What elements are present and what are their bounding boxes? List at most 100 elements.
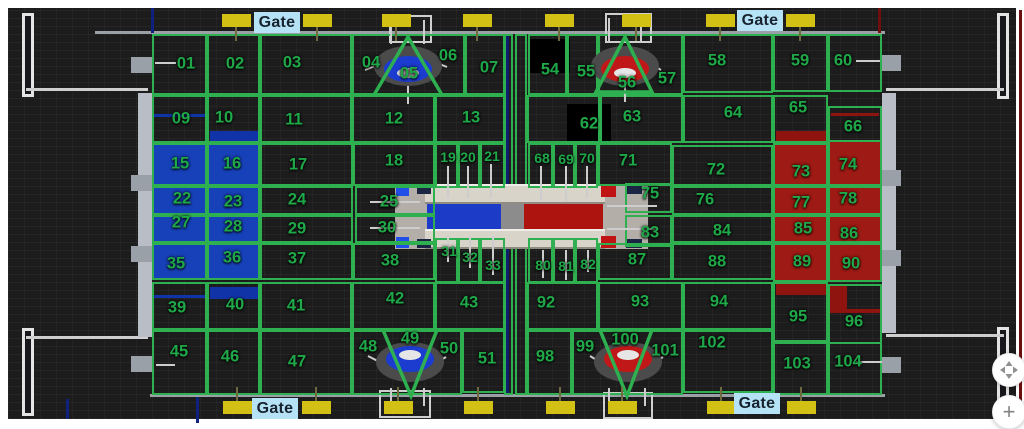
zone-label-66: 66: [843, 117, 863, 136]
zone-label-82: 82: [580, 256, 596, 272]
zone-15[interactable]: [152, 143, 207, 186]
zone-88[interactable]: [672, 243, 773, 280]
zone-09[interactable]: [152, 95, 207, 143]
zone-64[interactable]: [683, 95, 773, 143]
zone-11[interactable]: [260, 95, 352, 143]
zone-63[interactable]: [600, 95, 683, 143]
zone-label-98: 98: [535, 347, 555, 366]
pan-button[interactable]: [992, 353, 1024, 387]
zone-03[interactable]: [260, 34, 352, 95]
zone-74[interactable]: [828, 140, 882, 186]
zone-label-45: 45: [169, 342, 189, 361]
zone-35[interactable]: [152, 243, 207, 280]
blue-boundary-bottom-left: [66, 399, 69, 419]
platform-red-band: [524, 204, 603, 229]
zone-77[interactable]: [773, 186, 828, 215]
zone-75[interactable]: [625, 183, 672, 213]
zone-22[interactable]: [152, 186, 207, 215]
wall-tab-right-1: [880, 55, 901, 71]
zone-71[interactable]: [598, 143, 672, 186]
zone-104[interactable]: [828, 342, 882, 395]
zone-73[interactable]: [773, 143, 828, 186]
zone-label-24: 24: [287, 190, 307, 209]
zone-18[interactable]: [353, 143, 435, 186]
zone-23[interactable]: [207, 186, 260, 215]
gate-label-top-right: Gate: [737, 10, 783, 31]
zone-label-06: 06: [438, 46, 458, 65]
zone-27[interactable]: [152, 215, 207, 243]
zone-label-10: 10: [214, 108, 234, 127]
yellow-marker-top-1: [222, 14, 251, 41]
zone-39[interactable]: [152, 282, 207, 330]
zone-17[interactable]: [260, 143, 353, 186]
yellow-marker-top-2: [303, 14, 332, 41]
zone-16[interactable]: [207, 143, 260, 186]
zone-45[interactable]: [152, 330, 207, 395]
zone-10[interactable]: [207, 95, 260, 143]
zone-58[interactable]: [683, 34, 773, 93]
zone-label-76: 76: [695, 190, 715, 209]
platform-center-band: [501, 204, 524, 229]
yellow-marker-bottom-3: [384, 387, 413, 414]
zone-label-68: 68: [534, 150, 550, 166]
dark-tile-54: [530, 39, 570, 73]
zone-84[interactable]: [672, 215, 773, 243]
zoom-in-button[interactable]: +: [992, 395, 1024, 429]
platform-blue-accent-1: [396, 185, 409, 196]
zone-78[interactable]: [828, 186, 882, 215]
zone-46[interactable]: [207, 330, 260, 395]
zone-62[interactable]: [527, 95, 600, 143]
zone-13[interactable]: [435, 95, 505, 143]
zone-69[interactable]: [553, 143, 575, 188]
zone-89[interactable]: [773, 243, 828, 282]
zone-43[interactable]: [435, 282, 505, 330]
zone-label-47: 47: [287, 352, 307, 371]
zone-90[interactable]: [828, 243, 882, 282]
blue-structure-top-16: [210, 131, 258, 143]
zone-36[interactable]: [207, 243, 260, 280]
zone-65[interactable]: [773, 95, 828, 143]
zone-38[interactable]: [353, 243, 435, 280]
zone-85[interactable]: [773, 215, 828, 243]
zone-98[interactable]: [527, 330, 572, 395]
zone-41[interactable]: [260, 282, 352, 330]
zone-label-27: 27: [171, 213, 191, 232]
zone-label-42: 42: [385, 289, 405, 308]
zone-72[interactable]: [672, 145, 773, 186]
zone-40[interactable]: [207, 282, 260, 330]
zone-54[interactable]: [528, 34, 567, 95]
zone-102[interactable]: [683, 330, 773, 393]
zone-29[interactable]: [260, 215, 353, 243]
zone-label-100: 100: [611, 330, 639, 349]
zone-19[interactable]: [435, 143, 458, 188]
zone-24[interactable]: [260, 186, 353, 215]
zone-87[interactable]: [598, 243, 672, 280]
zone-95[interactable]: [773, 282, 828, 342]
zone-07[interactable]: [465, 34, 505, 95]
zone-label-86: 86: [839, 224, 859, 243]
zone-94[interactable]: [683, 282, 773, 330]
zone-label-32: 32: [462, 249, 478, 265]
zone-label-87: 87: [627, 250, 647, 269]
zone-21[interactable]: [480, 143, 505, 188]
zone-83[interactable]: [625, 215, 672, 247]
platform-red-accent-2: [601, 236, 616, 248]
zone-92[interactable]: [527, 282, 598, 330]
zone-76[interactable]: [672, 186, 773, 215]
zone-20[interactable]: [458, 143, 480, 188]
zone-label-46: 46: [220, 347, 240, 366]
zone-37[interactable]: [260, 243, 353, 280]
zone-51[interactable]: [462, 330, 505, 393]
zone-25[interactable]: [355, 186, 435, 215]
zone-86[interactable]: [828, 215, 882, 243]
zone-28[interactable]: [207, 215, 260, 243]
zone-60[interactable]: [828, 34, 882, 92]
zone-30[interactable]: [355, 215, 435, 243]
gate-label-bottom-right: Gate: [734, 393, 780, 414]
zone-01[interactable]: [152, 34, 207, 95]
zone-02[interactable]: [207, 34, 260, 95]
zone-47[interactable]: [260, 330, 352, 395]
zone-label-02: 02: [225, 54, 245, 73]
zone-label-62: 62: [579, 114, 599, 133]
red-structure-96-left: [830, 286, 847, 312]
